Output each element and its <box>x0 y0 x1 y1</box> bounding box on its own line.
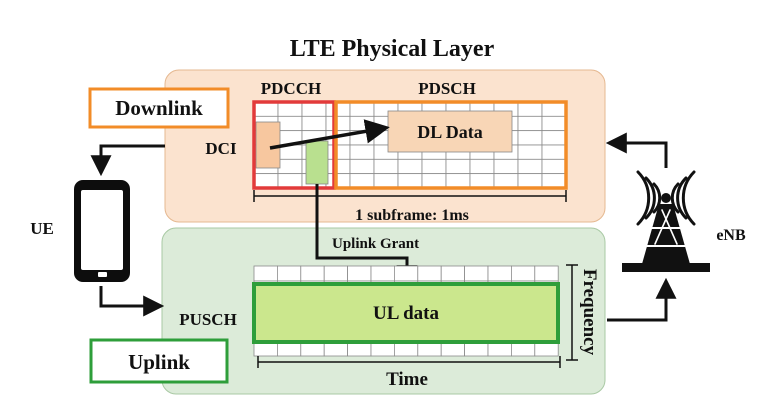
downlink-grid-cell <box>349 158 375 175</box>
uplink-grid-cell <box>253 265 278 282</box>
downlink-grid-cell <box>517 173 543 189</box>
uplink-grid-cell <box>300 265 325 282</box>
diagram-title: LTE Physical Layer <box>290 36 495 62</box>
downlink-label: Downlink <box>115 96 203 120</box>
ue-label: UE <box>30 219 54 238</box>
downlink-grid-cell <box>253 173 279 189</box>
downlink-grid-cell <box>541 130 567 146</box>
ue-to-uplink-arrow <box>99 286 165 317</box>
downlink-grid-cell <box>493 173 519 189</box>
downlink-grid-cell <box>469 158 495 175</box>
pdsch-label: PDSCH <box>418 79 476 98</box>
pusch-label: PUSCH <box>179 310 237 329</box>
downlink-grid-cell <box>277 115 303 132</box>
downlink-grid-cell <box>373 173 399 189</box>
downlink-grid-cell <box>397 173 423 189</box>
downlink-grid-cell <box>277 101 303 117</box>
uplink-grid-cell <box>370 265 395 282</box>
cell-tower-icon <box>622 170 710 272</box>
downlink-grid-cell <box>373 158 399 175</box>
downlink-grid-cell <box>301 101 327 117</box>
downlink-to-ue-arrow <box>90 144 165 177</box>
downlink-grid-cell <box>253 101 279 117</box>
uplink-grid-cell <box>417 265 442 282</box>
downlink-grid-cell <box>325 101 351 117</box>
uplink-to-enb-arrow <box>607 277 677 322</box>
downlink-grid-cell <box>493 158 519 175</box>
downlink-grid-cell <box>349 101 375 117</box>
downlink-grid-cell <box>349 115 375 132</box>
downlink-grid-cell <box>421 173 447 189</box>
downlink-grid-cell <box>349 144 375 160</box>
dci-to-dl-data-arrow <box>269 119 390 150</box>
downlink-grid-cell <box>517 130 543 146</box>
ul-data-label: UL data <box>373 303 439 324</box>
downlink-grid-cell <box>517 101 543 117</box>
dci-label: DCI <box>205 139 237 158</box>
enb-label: eNB <box>716 227 746 244</box>
downlink-grid-cell <box>541 144 567 160</box>
time-label: Time <box>386 369 428 390</box>
uplink-grant-label: Uplink Grant <box>332 236 419 252</box>
uplink-grid-cell <box>393 265 419 282</box>
downlink-grid-cell <box>541 101 567 117</box>
downlink-grid-cell <box>517 158 543 175</box>
pdcch-label: PDCCH <box>261 79 321 98</box>
uplink-label-box <box>89 338 229 384</box>
downlink-grid-cell <box>541 115 567 132</box>
downlink-grid-cell <box>277 173 303 189</box>
dci-block <box>255 121 281 169</box>
downlink-label-box <box>88 87 230 129</box>
frequency-label: Frequency <box>579 269 600 356</box>
downlink-grid-cell <box>277 158 303 175</box>
subframe-label: 1 subframe: 1ms <box>355 207 469 224</box>
uplink-grid-cell <box>487 265 512 282</box>
downlink-grid-cell <box>325 115 351 132</box>
downlink-grid-cell <box>349 173 375 189</box>
downlink-grid-cell <box>541 173 567 189</box>
pdcch-region <box>252 100 336 190</box>
downlink-grid-cell <box>325 173 351 189</box>
downlink-grid-cell <box>325 144 351 160</box>
downlink-grid-cell <box>397 158 423 175</box>
uplink-grid-cell <box>464 265 489 282</box>
enb-to-downlink-arrow <box>605 132 668 168</box>
uplink-grid-cell <box>510 265 536 282</box>
downlink-grid-cell <box>541 158 567 175</box>
uplink-grid-cell <box>440 265 466 282</box>
pdsch-region <box>334 100 568 190</box>
uplink-grid-cell <box>347 265 372 282</box>
uplink-grid-cell <box>323 265 349 282</box>
uplink-grant-block <box>305 140 329 185</box>
downlink-grid-cell <box>325 158 351 175</box>
ul-data-block <box>252 282 560 344</box>
downlink-grid-cell <box>517 115 543 132</box>
dl-data-label: DL Data <box>417 122 483 142</box>
downlink-grid-cell <box>421 158 447 175</box>
downlink-grid-cell <box>301 115 327 132</box>
uplink-grid-cell <box>276 265 302 282</box>
smartphone-icon <box>74 180 130 282</box>
downlink-grid-cell <box>445 173 471 189</box>
uplink-grid-cell <box>534 265 559 282</box>
dl-data-block <box>387 110 513 153</box>
downlink-grid-cell <box>517 144 543 160</box>
downlink-grid-cell <box>469 173 495 189</box>
uplink-label: Uplink <box>128 350 190 374</box>
downlink-grid-cell <box>445 158 471 175</box>
